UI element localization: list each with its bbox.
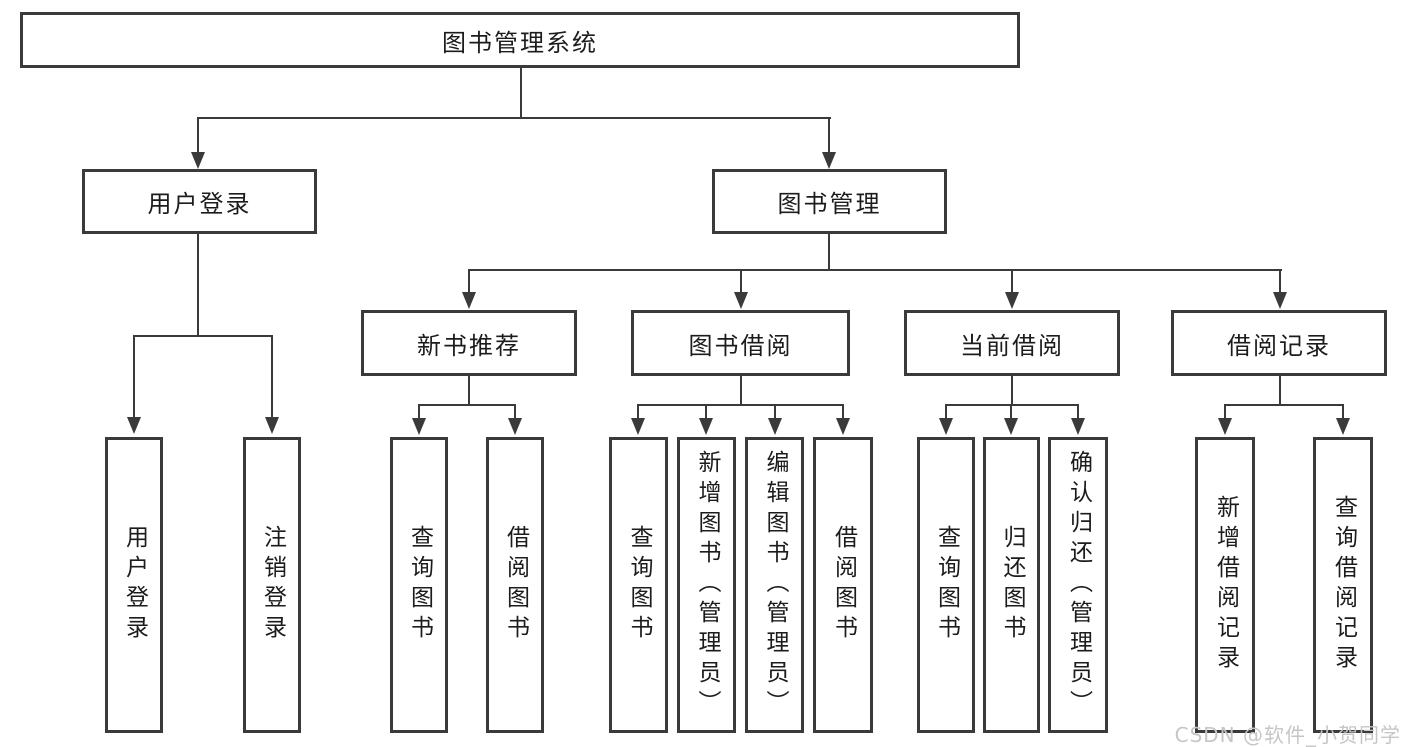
connector-line <box>740 376 742 405</box>
leaf-current-query-books: 查询图书 <box>917 437 975 733</box>
connector-line <box>637 404 844 406</box>
node-new-book-rec: 新书推荐 <box>361 310 577 376</box>
leaf-label: 编辑图书（管理员） <box>762 450 788 720</box>
arrow-down-icon <box>822 152 836 169</box>
arrow-down-icon <box>462 292 476 309</box>
connector-line <box>197 117 199 153</box>
leaf-label: 用户登录 <box>121 525 148 645</box>
node-book-mgmt: 图书管理 <box>712 169 947 234</box>
arrow-down-icon <box>939 418 953 435</box>
leaf-bookborrow-query-books: 查询图书 <box>609 437 668 733</box>
leaf-label: 借阅图书 <box>502 525 529 645</box>
leaf-bookborrow-add-books-admin: 新增图书（管理员） <box>677 437 736 733</box>
leaf-records-add-record: 新增借阅记录 <box>1195 437 1255 733</box>
node-book-borrow: 图书借阅 <box>631 310 850 376</box>
leaf-label: 借阅图书 <box>830 525 857 645</box>
connector-line <box>945 404 1079 406</box>
leaf-label: 确认归还（管理员） <box>1065 450 1092 720</box>
connector-line <box>1011 269 1013 295</box>
connector-line <box>468 269 1282 271</box>
connector-line <box>705 404 707 420</box>
arrow-down-icon <box>508 418 522 435</box>
csdn-watermark: CSDN @软件_小贺同学 <box>1174 723 1401 747</box>
leaf-bookborrow-edit-books-admin: 编辑图书（管理员） <box>745 437 804 733</box>
arrow-down-icon <box>1071 418 1085 435</box>
leaf-label: 新增图书（管理员） <box>694 450 720 720</box>
leaf-label: 归还图书 <box>999 525 1025 645</box>
connector-line <box>271 335 273 419</box>
connector-line <box>197 117 831 119</box>
connector-line <box>133 335 135 419</box>
connector-line <box>774 404 776 420</box>
connector-line <box>1011 376 1013 405</box>
connector-line <box>842 404 844 420</box>
node-borrow-records: 借阅记录 <box>1171 310 1387 376</box>
connector-line <box>468 376 470 405</box>
node-root: 图书管理系统 <box>20 12 1020 68</box>
arrow-down-icon <box>631 418 645 435</box>
connector-line <box>418 404 516 406</box>
leaf-newbook-query-books: 查询图书 <box>390 437 448 733</box>
connector-line <box>1224 404 1344 406</box>
connector-line <box>133 335 273 337</box>
arrow-down-icon <box>265 417 279 434</box>
connector-line <box>828 117 830 153</box>
arrow-down-icon <box>734 292 748 309</box>
connector-line <box>1279 269 1281 295</box>
arrow-down-icon <box>1218 418 1232 435</box>
arrow-down-icon <box>191 152 205 169</box>
leaf-current-return-books: 归还图书 <box>983 437 1040 733</box>
connector-line <box>1224 404 1226 420</box>
leaf-records-query-record: 查询借阅记录 <box>1313 437 1373 733</box>
arrow-down-icon <box>699 418 713 435</box>
leaf-label: 新增借阅记录 <box>1212 495 1239 675</box>
leaf-label: 查询图书 <box>626 525 652 645</box>
leaf-logout: 注销登录 <box>243 437 301 733</box>
arrow-down-icon <box>836 418 850 435</box>
connector-line <box>945 404 947 420</box>
arrow-down-icon <box>1004 418 1018 435</box>
connector-line <box>418 404 420 420</box>
connector-line <box>520 68 522 118</box>
connector-line <box>828 234 830 271</box>
arrow-down-icon <box>127 417 141 434</box>
leaf-newbook-borrow-books: 借阅图书 <box>486 437 544 733</box>
node-user-login: 用户登录 <box>82 169 317 234</box>
leaf-current-confirm-return-admin: 确认归还（管理员） <box>1048 437 1108 733</box>
leaf-bookborrow-borrow-books: 借阅图书 <box>813 437 873 733</box>
arrow-down-icon <box>768 418 782 435</box>
node-current-borrow: 当前借阅 <box>904 310 1120 376</box>
arrow-down-icon <box>1273 292 1287 309</box>
arrow-down-icon <box>412 418 426 435</box>
leaf-user-login: 用户登录 <box>105 437 163 733</box>
arrow-down-icon <box>1336 418 1350 435</box>
connector-line <box>637 404 639 420</box>
connector-line <box>197 234 199 337</box>
connector-line <box>1342 404 1344 420</box>
leaf-label: 查询图书 <box>406 525 433 645</box>
leaf-label: 查询图书 <box>933 525 960 645</box>
arrow-down-icon <box>1005 292 1019 309</box>
connector-line <box>1077 404 1079 420</box>
leaf-label: 注销登录 <box>259 525 286 645</box>
connector-line <box>1279 376 1281 405</box>
leaf-label: 查询借阅记录 <box>1330 495 1357 675</box>
connector-line <box>740 269 742 295</box>
connector-line <box>468 269 470 295</box>
connector-line <box>1010 404 1012 420</box>
connector-line <box>514 404 516 420</box>
